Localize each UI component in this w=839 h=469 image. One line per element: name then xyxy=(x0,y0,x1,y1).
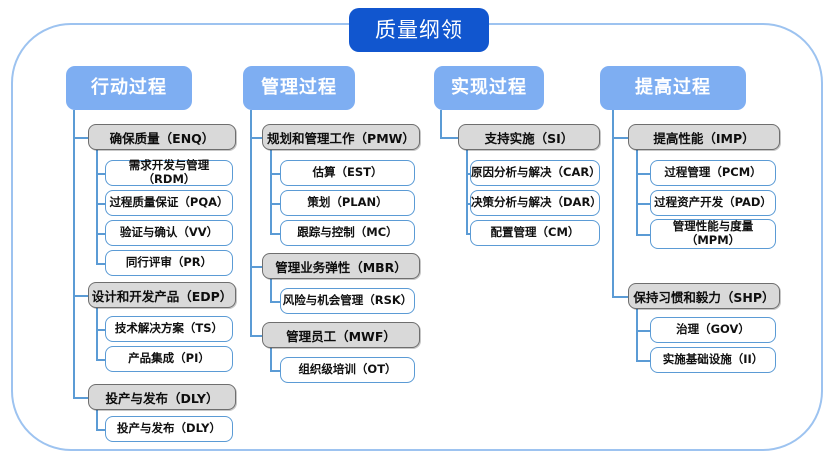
leaf-node[interactable]: 产品集成（PI） xyxy=(105,346,233,372)
leaf-stub-2-2-1 xyxy=(270,301,280,303)
leaf-node[interactable]: 组织级培训（OT） xyxy=(280,357,415,383)
leaf-node[interactable]: 原因分析与解决（CAR） xyxy=(470,160,601,186)
leaf-stub-4-2-2 xyxy=(636,360,650,362)
leaf-node[interactable]: 过程资产开发（PAD） xyxy=(650,190,776,216)
leaf-stub-1-1-4 xyxy=(96,263,105,265)
group-stub-2-2 xyxy=(250,266,262,268)
leaf-node[interactable]: 过程管理（PCM） xyxy=(650,160,776,186)
leaf-stub-1-1-2 xyxy=(96,203,105,205)
group-subtrunk-1-3 xyxy=(96,410,98,429)
leaf-stub-2-3-1 xyxy=(270,370,280,372)
group-node[interactable]: 投产与发布（DLY） xyxy=(88,384,236,410)
leaf-stub-3-1-2 xyxy=(466,203,470,205)
leaf-node[interactable]: 决策分析与解决（DAR） xyxy=(470,190,602,216)
group-node[interactable]: 保持习惯和毅力（SHP） xyxy=(628,283,780,309)
leaf-node[interactable]: 跟踪与控制（MC） xyxy=(280,220,415,246)
root-title-box[interactable]: 质量纲领 xyxy=(349,8,489,52)
group-stub-4-1 xyxy=(612,137,628,139)
group-subtrunk-2-2 xyxy=(270,279,272,301)
group-subtrunk-1-2 xyxy=(96,308,98,359)
group-stub-1-1 xyxy=(73,137,88,139)
leaf-stub-2-1-1 xyxy=(270,173,280,175)
leaf-node[interactable]: 同行评审（PR） xyxy=(105,250,233,276)
group-node[interactable]: 设计和开发产品（EDP） xyxy=(88,282,236,308)
column-trunk-2 xyxy=(250,110,252,335)
group-node[interactable]: 支持实施（SI） xyxy=(458,124,600,150)
group-subtrunk-2-1 xyxy=(270,150,272,233)
leaf-node[interactable]: 治理（GOV） xyxy=(650,317,776,343)
group-stub-3-1 xyxy=(440,137,458,139)
column-header-4[interactable]: 提高过程 xyxy=(600,66,746,110)
column-trunk-1 xyxy=(73,110,75,397)
leaf-stub-2-1-2 xyxy=(270,203,280,205)
leaf-node[interactable]: 管理性能与度量（MPM） xyxy=(650,219,776,249)
column-trunk-4 xyxy=(612,110,614,296)
group-stub-2-1 xyxy=(250,137,262,139)
leaf-stub-1-1-1 xyxy=(96,173,105,175)
group-subtrunk-1-1 xyxy=(96,150,98,263)
group-node[interactable]: 管理员工（MWF） xyxy=(262,322,420,348)
group-subtrunk-4-2 xyxy=(636,309,638,360)
leaf-node[interactable]: 风险与机会管理（RSK） xyxy=(280,288,415,314)
group-subtrunk-4-1 xyxy=(636,150,638,234)
column-header-2[interactable]: 管理过程 xyxy=(243,66,355,110)
leaf-stub-1-2-1 xyxy=(96,329,105,331)
leaf-node[interactable]: 验证与确认（VV） xyxy=(105,220,233,246)
leaf-stub-2-1-3 xyxy=(270,233,280,235)
leaf-node[interactable]: 过程质量保证（PQA） xyxy=(105,190,233,216)
column-header-3[interactable]: 实现过程 xyxy=(434,66,544,110)
leaf-stub-4-2-1 xyxy=(636,330,650,332)
leaf-node[interactable]: 配置管理（CM） xyxy=(470,220,600,246)
column-header-1[interactable]: 行动过程 xyxy=(66,66,192,110)
leaf-stub-1-3-1 xyxy=(96,429,105,431)
column-trunk-3 xyxy=(440,110,442,137)
leaf-node[interactable]: 需求开发与管理（RDM） xyxy=(105,159,233,186)
leaf-stub-1-2-2 xyxy=(96,359,105,361)
leaf-node[interactable]: 估算（EST） xyxy=(280,160,415,186)
group-node[interactable]: 规划和管理工作（PMW） xyxy=(262,124,420,150)
group-node[interactable]: 管理业务弹性（MBR） xyxy=(262,253,420,279)
leaf-stub-4-1-1 xyxy=(636,173,650,175)
leaf-stub-1-1-3 xyxy=(96,233,105,235)
group-stub-1-3 xyxy=(73,397,88,399)
leaf-stub-4-1-2 xyxy=(636,203,650,205)
group-node[interactable]: 提高性能（IMP） xyxy=(628,124,780,150)
leaf-stub-4-1-3 xyxy=(636,234,650,236)
group-node[interactable]: 确保质量（ENQ） xyxy=(88,124,236,150)
group-stub-2-3 xyxy=(250,335,262,337)
leaf-node[interactable]: 策划（PLAN） xyxy=(280,190,415,216)
leaf-node[interactable]: 投产与发布（DLY） xyxy=(105,416,233,442)
group-stub-1-2 xyxy=(73,295,88,297)
leaf-node[interactable]: 实施基础设施（II） xyxy=(650,347,776,373)
group-subtrunk-3-1 xyxy=(466,150,468,233)
group-stub-4-2 xyxy=(612,296,628,298)
leaf-stub-3-1-3 xyxy=(466,233,470,235)
leaf-node[interactable]: 技术解决方案（TS） xyxy=(105,316,233,342)
group-subtrunk-2-3 xyxy=(270,348,272,370)
leaf-stub-3-1-1 xyxy=(466,173,470,175)
